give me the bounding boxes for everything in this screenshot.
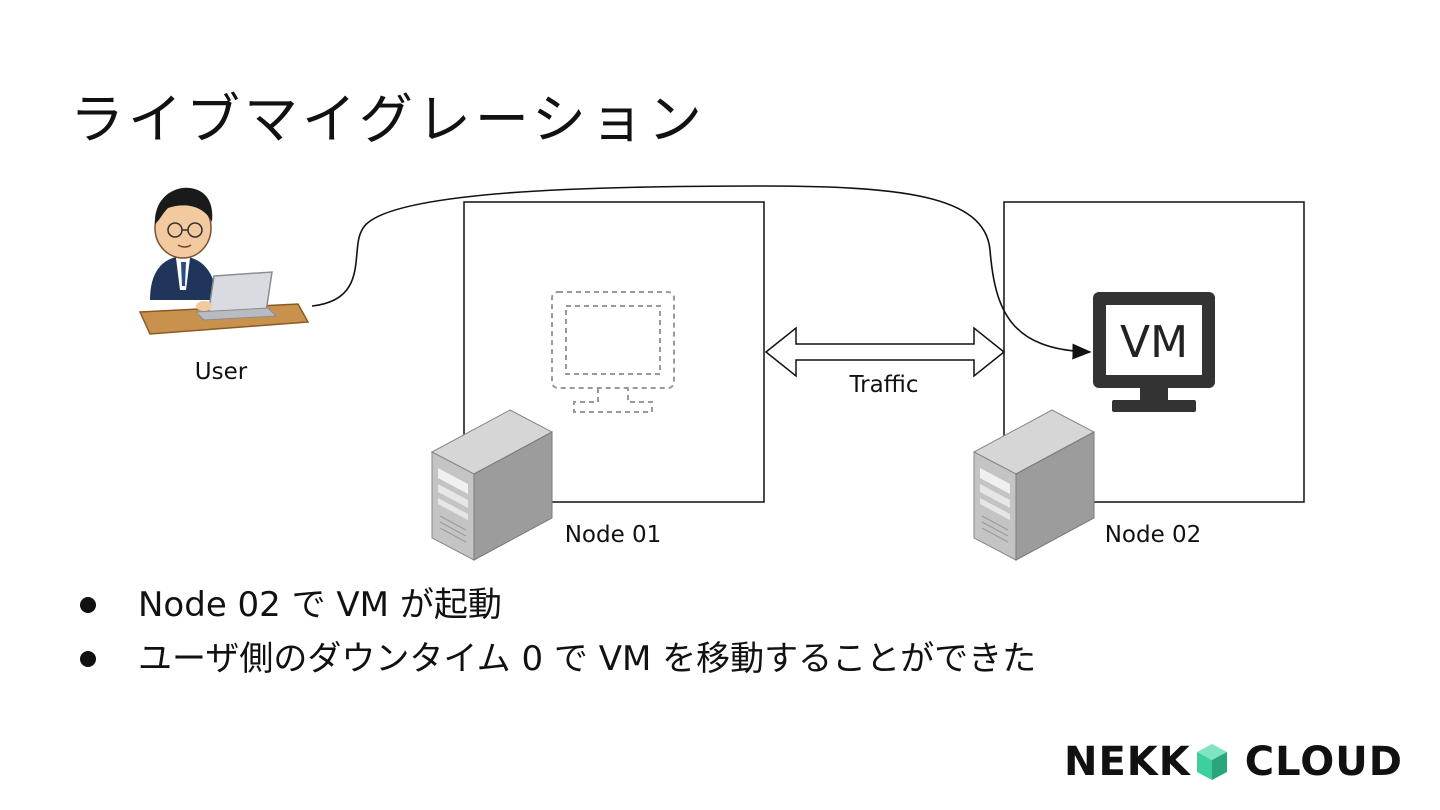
node2-label: Node 02 <box>1105 522 1202 548</box>
user-connection-curve <box>311 185 1092 360</box>
server-tower-icon-node2 <box>972 409 1096 561</box>
user-label: User <box>195 359 248 385</box>
server-tower-icon-node1 <box>430 409 554 561</box>
logo-text-part2: CLOUD <box>1244 739 1403 785</box>
bullet-item: ユーザ側のダウンタイム 0 で VM を移動することができた <box>80 632 1036 686</box>
ghost-monitor-icon <box>551 291 675 413</box>
bullet-list: Node 02 で VM が起動 ユーザ側のダウンタイム 0 で VM を移動す… <box>80 578 1036 686</box>
slide-title: ライブマイグレーション <box>70 88 706 151</box>
vm-monitor-icon <box>1093 292 1215 412</box>
traffic-double-arrow <box>764 326 1006 378</box>
traffic-label: Traffic <box>848 372 918 398</box>
node1-box <box>463 201 765 503</box>
node1-label: Node 01 <box>565 522 662 548</box>
bullet-item: Node 02 で VM が起動 <box>80 578 1036 632</box>
logo-cube-icon <box>1196 744 1227 780</box>
nekko-cloud-logo: NEKK CLOUD <box>1064 739 1403 785</box>
logo-text-part1: NEKK <box>1064 739 1191 785</box>
vm-label: VM <box>1120 317 1188 368</box>
user-laptop-icon <box>138 187 310 335</box>
